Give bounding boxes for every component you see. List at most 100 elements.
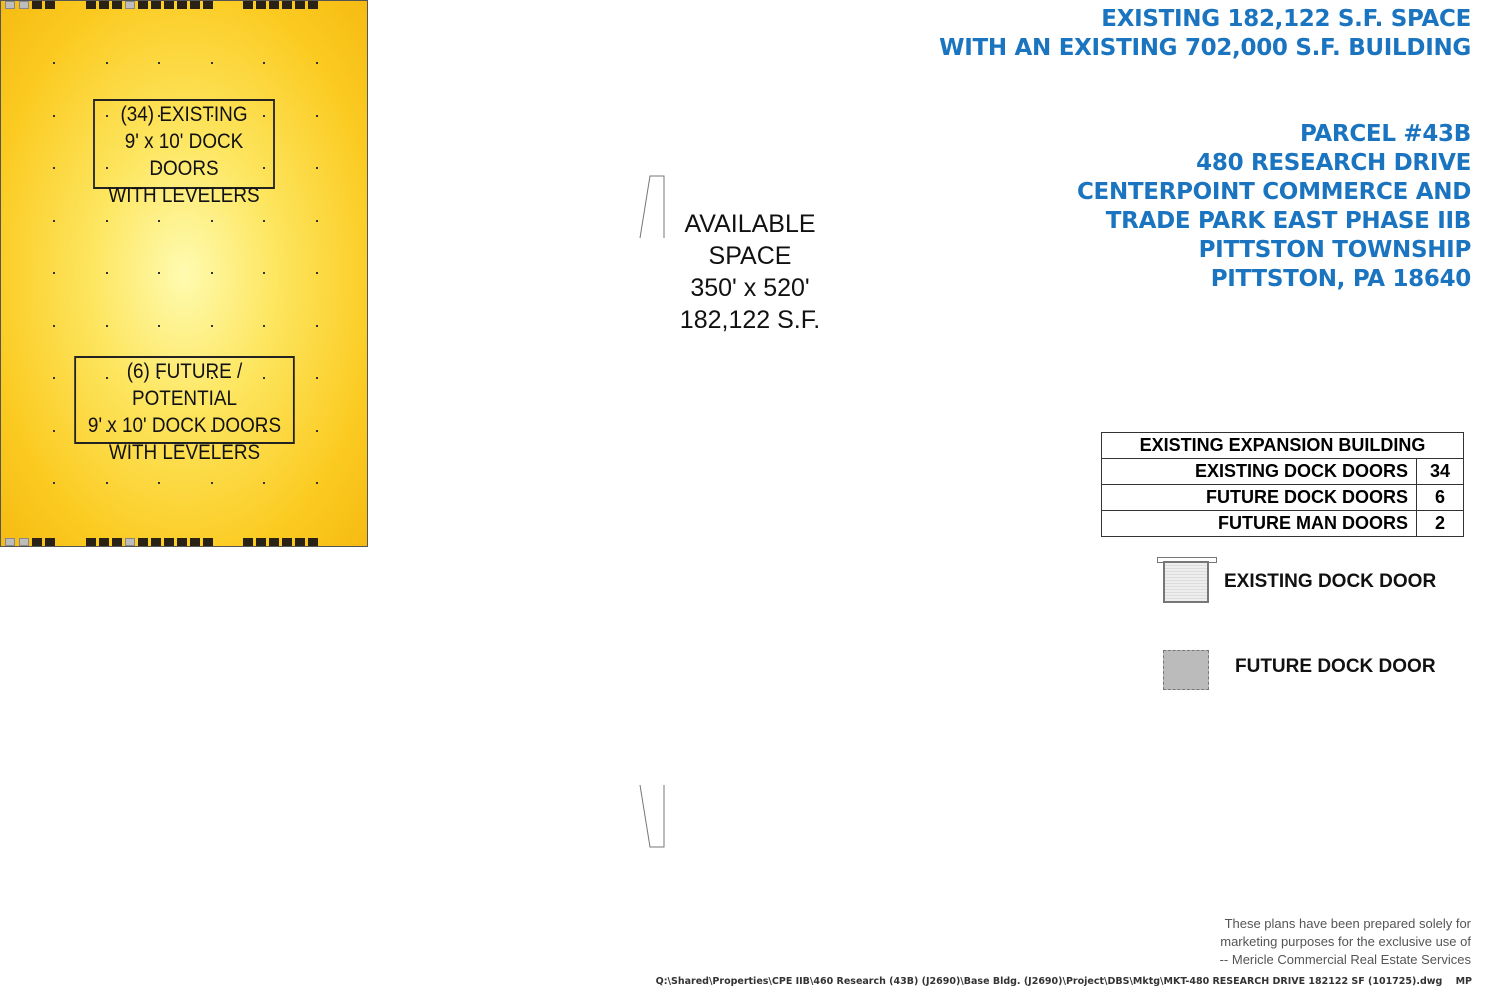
column-marker bbox=[158, 324, 160, 327]
disclaimer: These plans have been prepared solely fo… bbox=[1219, 916, 1471, 967]
header-title: EXISTING 182,122 S.F. SPACE WITH AN EXIS… bbox=[939, 5, 1471, 63]
column-marker bbox=[210, 482, 213, 484]
existing-dock-door bbox=[164, 1, 174, 9]
column-marker bbox=[210, 114, 213, 117]
existing-dock-door bbox=[138, 1, 148, 9]
column-marker bbox=[263, 219, 265, 222]
future-dock-door bbox=[125, 1, 135, 9]
legend-future-label: FUTURE DOCK DOOR bbox=[1235, 656, 1436, 677]
future-dock-door bbox=[19, 538, 29, 546]
column-marker bbox=[210, 272, 213, 274]
existing-dock-door bbox=[164, 538, 174, 546]
column-marker bbox=[158, 377, 160, 379]
existing-dock-door bbox=[295, 538, 305, 546]
existing-dock-door bbox=[190, 1, 200, 9]
column-marker bbox=[263, 324, 265, 327]
column-marker bbox=[210, 167, 213, 169]
existing-dock-door-icon bbox=[1157, 557, 1217, 607]
address-line: CENTERPOINT COMMERCE AND bbox=[1076, 179, 1471, 205]
row-label: EXISTING DOCK DOORS bbox=[1101, 458, 1417, 485]
future-dock-door bbox=[5, 1, 15, 9]
column-marker bbox=[105, 114, 108, 117]
existing-dock-door bbox=[295, 1, 305, 9]
existing-dock-door bbox=[177, 538, 187, 546]
column-marker bbox=[105, 429, 108, 432]
existing-dock-door bbox=[177, 1, 187, 9]
column-marker bbox=[53, 167, 55, 169]
column-marker bbox=[263, 114, 265, 117]
column-marker bbox=[158, 167, 160, 169]
existing-dock-door bbox=[32, 1, 42, 9]
existing-dock-door bbox=[138, 538, 148, 546]
existing-dock-door bbox=[151, 1, 161, 9]
column-marker bbox=[210, 219, 213, 222]
existing-dock-door bbox=[45, 1, 55, 9]
column-marker bbox=[263, 167, 265, 169]
existing-dock-door bbox=[99, 1, 109, 9]
column-marker bbox=[158, 482, 160, 484]
column-marker bbox=[53, 272, 55, 274]
existing-dock-door bbox=[151, 538, 161, 546]
column-marker bbox=[315, 272, 318, 274]
column-marker bbox=[53, 114, 55, 117]
existing-dock-door bbox=[256, 1, 266, 9]
address-block: PARCEL #43B 480 RESEARCH DRIVE CENTERPOI… bbox=[1077, 120, 1471, 294]
column-marker bbox=[105, 272, 108, 274]
existing-dock-door bbox=[203, 538, 213, 546]
existing-dock-door bbox=[32, 538, 42, 546]
site-wedges bbox=[639, 175, 665, 848]
file-path: Q:\Shared\Properties\CPE IIB\460 Researc… bbox=[655, 976, 1472, 987]
existing-dock-door bbox=[269, 538, 279, 546]
existing-dock-door bbox=[269, 1, 279, 9]
column-marker bbox=[315, 377, 318, 379]
row-label: FUTURE MAN DOORS bbox=[1101, 510, 1417, 537]
summary-table: EXISTING EXPANSION BUILDING EXISTING DOC… bbox=[1101, 432, 1464, 537]
existing-dock-door bbox=[112, 538, 122, 546]
row-value: 6 bbox=[1416, 484, 1464, 511]
header-line: EXISTING 182,122 S.F. SPACE bbox=[1101, 6, 1471, 32]
column-marker bbox=[158, 272, 160, 274]
column-marker bbox=[263, 272, 265, 274]
column-marker bbox=[158, 219, 160, 222]
header-line: WITH AN EXISTING 702,000 S.F. BUILDING bbox=[939, 35, 1471, 61]
existing-dock-door bbox=[243, 1, 253, 9]
existing-dock-door bbox=[282, 538, 292, 546]
future-dock-door-icon bbox=[1163, 650, 1209, 690]
column-marker bbox=[105, 482, 108, 484]
row-value: 2 bbox=[1416, 510, 1464, 537]
column-marker bbox=[210, 62, 213, 64]
column-marker bbox=[105, 377, 108, 379]
column-marker bbox=[315, 219, 318, 222]
future-dock-door bbox=[19, 1, 29, 9]
existing-dock-door bbox=[308, 538, 318, 546]
column-marker bbox=[315, 429, 318, 432]
column-marker bbox=[315, 482, 318, 484]
column-marker bbox=[210, 377, 213, 379]
existing-dock-door bbox=[203, 1, 213, 9]
column-marker bbox=[53, 429, 55, 432]
column-marker bbox=[105, 62, 108, 64]
column-marker bbox=[105, 167, 108, 169]
column-marker bbox=[263, 62, 265, 64]
initials: MP bbox=[1455, 976, 1472, 987]
existing-dock-door bbox=[112, 1, 122, 9]
column-marker bbox=[315, 167, 318, 169]
existing-dock-door bbox=[243, 538, 253, 546]
column-marker bbox=[158, 429, 160, 432]
column-marker bbox=[53, 219, 55, 222]
existing-dock-door bbox=[86, 1, 96, 9]
column-marker bbox=[315, 114, 318, 117]
column-marker bbox=[53, 62, 55, 64]
column-marker bbox=[210, 429, 213, 432]
row-label: FUTURE DOCK DOORS bbox=[1101, 484, 1417, 511]
column-marker bbox=[53, 482, 55, 484]
address-line: PITTSTON TOWNSHIP bbox=[1198, 237, 1472, 263]
existing-dock-door bbox=[256, 538, 266, 546]
column-marker bbox=[53, 377, 55, 379]
existing-dock-door bbox=[86, 538, 96, 546]
column-marker bbox=[315, 62, 318, 64]
existing-dock-door bbox=[99, 538, 109, 546]
